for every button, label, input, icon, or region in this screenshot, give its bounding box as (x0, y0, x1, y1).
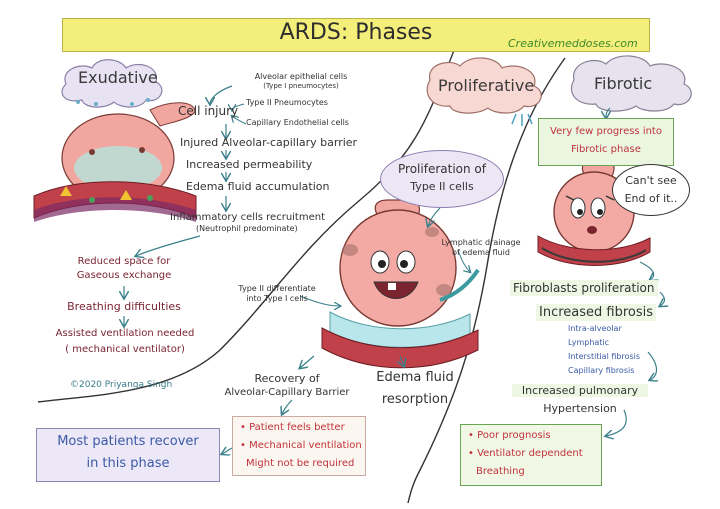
phase-label-exudative: Exudative (78, 68, 158, 87)
divider-curve-middle (407, 57, 566, 504)
prognosis-box (460, 424, 602, 486)
consequence-assisted-ventilation: Assisted ventilation needed (55, 328, 195, 339)
label-increased-fibrosis: Increased fibrosis (536, 304, 657, 321)
consequence-gaseous-exchange: Gaseous exchange (76, 270, 172, 281)
arrow-cells-to-injury (210, 85, 233, 104)
label-resorption: resorption (381, 392, 449, 407)
fibrotic-cloud-icon (570, 55, 692, 112)
label-alveolar-sub: (Type I pneumocytes) (263, 82, 339, 90)
label-hypertension: Hypertension (543, 402, 617, 415)
step-edema-accumulation: Edema fluid accumulation (186, 180, 330, 193)
label-recovery-of: Recovery of (254, 372, 320, 385)
consequence-breathing-difficulties: Breathing difficulties (67, 300, 181, 313)
label-into-type1: into Type I cells (246, 294, 308, 303)
feels-item-3: Might not be required (246, 458, 355, 469)
fibrosis-type-2: Lymphatic (568, 338, 610, 347)
arrow-to-hypertension (647, 351, 657, 380)
speech-line-2: End of it.. (624, 192, 678, 205)
feels-item-1: • Patient feels better (240, 422, 345, 433)
prognosis-item-1: • Poor prognosis (468, 430, 551, 441)
fibrotic-progress-box (538, 118, 674, 166)
copyright-credit: ©2020 Priyanga Singh (70, 380, 173, 390)
prognosis-breathing: Breathing (476, 466, 525, 477)
arrow-to-fibrosis (660, 291, 665, 306)
label-cell-injury: Cell injury (178, 104, 239, 118)
arrow-to-fibrotic-box (606, 107, 610, 118)
consequence-reduced-space: Reduced space for (77, 256, 171, 267)
arrow-to-edema-resorption (400, 355, 404, 366)
arrow-to-prognosis (606, 409, 627, 436)
bubble-line-2: Type II cells (410, 180, 474, 193)
label-type2-differentiate: Type II differentiate (238, 284, 316, 293)
recover-box (36, 428, 220, 482)
note-neutrophil: (Neutrophil predominate) (196, 224, 298, 233)
arrow-to-recover-box (222, 448, 233, 454)
label-increased-pulmonary: Increased pulmonary (512, 384, 648, 397)
proliferative-cloud-icon (426, 57, 542, 126)
proliferative-alveolus-character-icon (321, 199, 480, 369)
label-alveolar-cells: Alveolar epithelial cells (254, 72, 348, 81)
arrow-bubble-to-lung (428, 207, 441, 226)
recover-line-1: Most patients recover (57, 434, 199, 449)
label-lymphatic-drainage: Lymphatic drainage (441, 238, 521, 247)
label-lymphatic-edema: of edema fluid (452, 248, 510, 257)
phase-label-fibrotic: Fibrotic (594, 74, 653, 93)
website-credit: Creativemeddoses.com (508, 37, 638, 50)
fibrosis-type-3: Interstitial fibrosis (568, 352, 641, 361)
prognosis-item-2: • Ventilator dependent (468, 448, 583, 459)
divider-curve-left (37, 47, 456, 403)
arrow-lymphatic (457, 249, 470, 272)
fibrosis-type-4: Capillary fibrosis (568, 366, 635, 375)
title-banner (62, 18, 650, 52)
step-increased-permeability: Increased permeability (186, 158, 313, 171)
exudative-cloud-icon (61, 59, 163, 108)
step-injured-barrier: Injured Alveolar-capillary barrier (180, 136, 358, 149)
arrow-type2-to-injury (232, 103, 245, 110)
feels-better-box (232, 416, 366, 476)
fibrotic-progress-line-2: Fibrotic phase (571, 144, 641, 155)
arrow-differentiate (299, 295, 340, 306)
arrow-to-fibroblasts (639, 261, 654, 280)
bubble-line-1: Proliferation of (398, 162, 486, 176)
label-alveolar-capillary-barrier: Alveolar-Capillary Barrier (224, 387, 350, 398)
arrow-to-reduced-space (136, 235, 201, 256)
label-fibroblasts-proliferation: Fibroblasts proliferation (510, 280, 658, 296)
arrow-to-recovery (300, 355, 315, 368)
recover-line-2: in this phase (86, 456, 170, 471)
label-edema-fluid: Edema fluid (376, 370, 454, 385)
fibrotic-progress-line-1: Very few progress into (550, 126, 662, 137)
speech-line-1: Can't see (625, 174, 677, 187)
label-capillary-endothelial: Capillary Endothelial cells (246, 118, 349, 127)
arrow-capillary-to-injury (232, 116, 247, 125)
arrow-to-feels-better (282, 399, 293, 414)
exudative-alveolus-icon (33, 102, 197, 222)
fibrosis-type-1: Intra-alveolar (568, 324, 622, 333)
label-type2-pneumocytes: Type II Pneumocytes (246, 98, 328, 107)
bubble-proliferation (380, 150, 504, 208)
feels-item-2: • Mechanical ventilation (240, 440, 362, 451)
speech-bubble (612, 164, 690, 216)
step-inflammatory-recruitment: Inflammatory cells recruitment (170, 212, 326, 223)
phase-label-proliferative: Proliferative (438, 76, 535, 95)
consequence-mechanical-ventilator: ( mechanical ventilator) (65, 344, 185, 355)
page-title: ARDS: Phases (279, 20, 433, 45)
